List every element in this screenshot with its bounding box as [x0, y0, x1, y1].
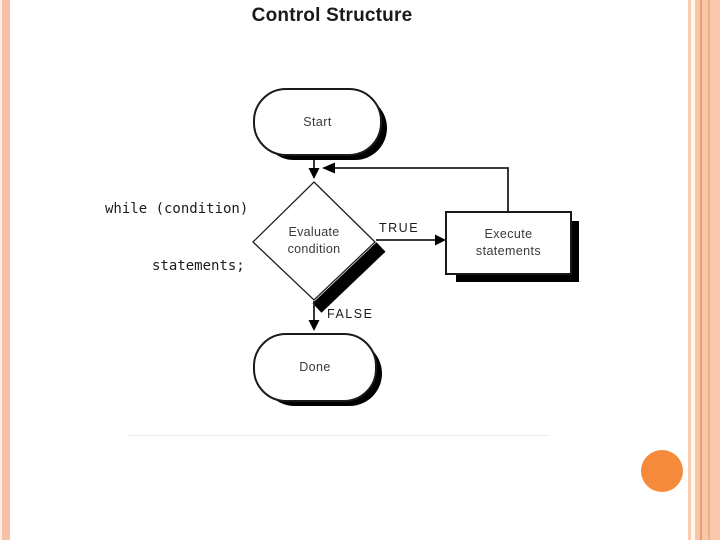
arrowhead-true: [435, 234, 446, 246]
start-node-label: Start: [303, 114, 332, 129]
right-stripe-1: [688, 0, 691, 540]
code-line-while: while (condition): [105, 201, 249, 217]
start-node: Start: [253, 88, 382, 156]
footer-divider: [128, 435, 548, 436]
done-node: Done: [253, 333, 377, 402]
true-label: TRUE: [379, 221, 420, 235]
decision-label: Evaluate condition: [254, 224, 374, 258]
false-label: FALSE: [327, 307, 374, 321]
code-line-statements: statements;: [152, 258, 245, 274]
right-stripe-2: [691, 0, 695, 540]
arrowhead-loopback-left: [322, 162, 335, 174]
arrowhead-false: [308, 320, 320, 331]
arrowhead-into-decision: [308, 168, 320, 179]
edge-loopback: [334, 167, 509, 211]
decision-label-line1: Evaluate: [288, 225, 340, 239]
right-stripe-4: [700, 0, 702, 540]
decision-diamond: [252, 181, 376, 301]
right-stripe-6: [708, 0, 710, 540]
left-stripe-salmon: [2, 0, 10, 540]
right-stripe-3: [695, 0, 700, 540]
decision-label-line2: condition: [287, 242, 341, 256]
execute-node: Execute statements: [445, 211, 572, 275]
execute-node-label-line2: statements: [475, 244, 542, 258]
page-title: Control Structure: [251, 5, 413, 26]
decision-shadow-band: [312, 242, 386, 313]
right-stripe-5: [702, 0, 708, 540]
done-node-label: Done: [299, 360, 331, 374]
code-snippet: while (condition) statements;: [105, 162, 248, 314]
decorative-circle: [641, 450, 683, 492]
right-stripe-7: [710, 0, 720, 540]
left-stripe-pale: [0, 0, 2, 540]
execute-node-label-line1: Execute: [484, 227, 533, 241]
